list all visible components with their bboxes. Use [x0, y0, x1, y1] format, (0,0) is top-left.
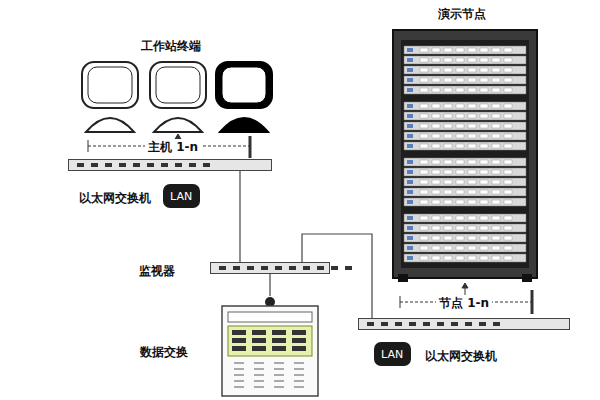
port [395, 322, 402, 326]
lan-badge: LAN [374, 342, 411, 366]
port [247, 266, 254, 270]
lan-text: LAN [381, 348, 403, 361]
device-area: 数据交换 [222, 306, 318, 396]
network-cable [269, 274, 270, 296]
port [493, 322, 500, 326]
port [465, 322, 472, 326]
node-bracket [400, 283, 532, 314]
port [261, 266, 268, 270]
workstation-monitor [216, 62, 272, 132]
port [133, 163, 140, 167]
port [381, 322, 388, 326]
port [119, 163, 126, 167]
host-bracket [88, 134, 250, 158]
group-label: 节点 1-n [436, 295, 492, 312]
port [219, 266, 226, 270]
port [367, 322, 374, 326]
port [203, 163, 210, 167]
port [303, 266, 310, 270]
device-label: 数据交换 [140, 344, 188, 361]
server-rack [393, 30, 537, 282]
port [233, 266, 240, 270]
group-label: 工作站终端 [138, 38, 204, 55]
workstation-monitor [150, 62, 206, 132]
network-cable [239, 171, 240, 262]
device-area: 演示节点 [393, 30, 537, 278]
group-label: 主机 1-n [145, 139, 201, 156]
port [175, 163, 182, 167]
monitor-unit: 监视器 [210, 262, 330, 274]
port [345, 266, 352, 270]
port [91, 163, 98, 167]
data-exchange-cabinet [222, 297, 318, 396]
port [437, 322, 444, 326]
port [479, 322, 486, 326]
port [147, 163, 154, 167]
workstation-monitor [82, 62, 138, 132]
port [161, 163, 168, 167]
port [409, 322, 416, 326]
port [451, 322, 458, 326]
device-label: 监视器 [139, 263, 175, 280]
device-label: 以太网交换机 [79, 190, 151, 207]
ethernet-switch: 以太网交换机 [68, 159, 272, 171]
ethernet-switch: 以太网交换机 [358, 318, 570, 330]
port [423, 322, 430, 326]
port [275, 266, 282, 270]
port [77, 163, 84, 167]
device-label: 演示节点 [438, 6, 486, 23]
lan-badge: LAN [163, 184, 200, 208]
port [189, 163, 196, 167]
device-label: 以太网交换机 [425, 348, 497, 365]
network-cable [302, 234, 372, 318]
lan-text: LAN [170, 190, 192, 203]
port [289, 266, 296, 270]
port [317, 266, 324, 270]
port [105, 163, 112, 167]
port [331, 266, 338, 270]
